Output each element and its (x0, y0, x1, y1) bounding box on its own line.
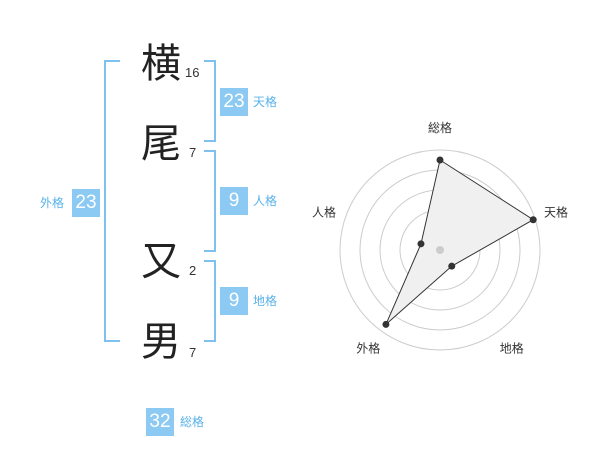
jinkaku-label: 人格 (253, 194, 278, 208)
jinkaku-bracket (204, 150, 216, 252)
gaikaku-bracket (104, 60, 120, 342)
radar-axis-label-4: 外格 (356, 341, 380, 356)
chikaku-label: 地格 (253, 294, 278, 308)
radar-point-4 (382, 320, 390, 328)
radar-axis-label-3: 地格 (500, 341, 524, 356)
radar-value-area (385, 159, 535, 325)
radar-axis-label-5: 人格 (312, 204, 336, 219)
name-char-4: 男 (141, 319, 181, 365)
soukaku-value: 32 (146, 408, 174, 436)
stroke-count-1: 16 (185, 65, 200, 80)
chikaku-value: 9 (220, 287, 248, 315)
gaikaku-label: 外格 (40, 196, 65, 210)
name-char-3: 又 (141, 239, 181, 285)
chikaku-bracket (204, 260, 216, 342)
gaikaku-value: 23 (72, 189, 100, 217)
radar-axis-label-1: 総格 (428, 120, 452, 135)
radar-point-1 (436, 156, 444, 164)
tenkaku-label: 天格 (253, 95, 278, 109)
radar-axis-label-2: 天格 (544, 204, 568, 219)
name-char-1: 横 (141, 41, 181, 87)
stroke-count-2: 7 (189, 145, 197, 160)
stroke-count-4: 7 (189, 345, 197, 360)
radar-center-dot (436, 246, 444, 254)
radar-grid-ring-5 (339, 149, 541, 351)
name-char-2: 尾 (141, 121, 181, 167)
stroke-count-3: 2 (189, 263, 197, 278)
tenkaku-bracket (204, 60, 216, 142)
radar-point-5 (417, 240, 425, 248)
radar-point-3 (448, 262, 456, 270)
jinkaku-value: 9 (220, 187, 248, 215)
radar-point-2 (529, 216, 537, 224)
soukaku-label: 総格 (180, 415, 205, 429)
tenkaku-value: 23 (220, 88, 248, 116)
